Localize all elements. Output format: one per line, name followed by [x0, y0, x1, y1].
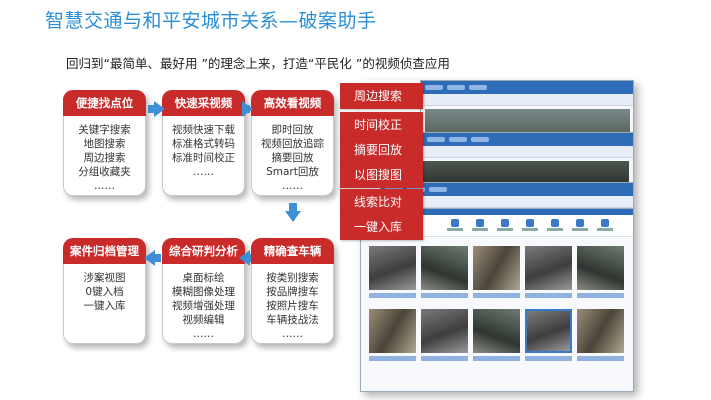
feature-label: 一键入库: [340, 214, 423, 240]
video-thumbnail[interactable]: [369, 309, 416, 353]
card-header: 便捷找点位: [63, 90, 146, 116]
feature-label: 线索比对: [340, 189, 423, 215]
arrow-left-icon: [144, 250, 155, 266]
arrow-down-icon: [285, 211, 301, 222]
card-line: 标准时间校正: [172, 152, 235, 164]
video-thumbnail[interactable]: [369, 246, 416, 290]
card-body: 涉案视图 0键入档 一键入库: [64, 271, 145, 313]
arrow-down-stem: [289, 203, 297, 211]
card-body: 即时回放 视频回放追踪 摘要回放 Smart回放 ……: [252, 123, 333, 193]
card-body: 关键字搜索 地图搜索 周边搜索 分组收藏夹 ……: [64, 123, 145, 193]
video-thumbnail[interactable]: [577, 246, 624, 290]
video-thumbnail[interactable]: [525, 246, 572, 290]
card-line: 周边搜索: [83, 152, 126, 164]
card-line: 涉案视图: [83, 272, 126, 284]
card-line: Smart回放: [266, 166, 319, 178]
card-body: 视频快速下载 标准格式转码 标准时间校正 ……: [163, 123, 244, 179]
card-comprehensive-analysis: 综合研判分析 桌面标绘 模糊图像处理 视频增强处理 视频编辑 ……: [162, 238, 245, 344]
card-line: 0键入档: [85, 286, 124, 298]
arrow-right-icon: [154, 101, 165, 117]
video-thumbnail-selected[interactable]: [525, 309, 572, 353]
arrow-right-stem: [148, 105, 155, 113]
card-line: 按类别搜索: [266, 272, 319, 284]
arrow-left-stem: [248, 254, 251, 262]
feature-label: 以图搜图: [340, 162, 423, 188]
card-header: 精确查车辆: [251, 238, 334, 264]
card-line: 摘要回放: [271, 152, 314, 164]
arrow-left-icon: [239, 250, 250, 266]
video-thumbnail[interactable]: [421, 246, 468, 290]
card-line: 一键入库: [83, 300, 126, 312]
card-line: 车辆技战法: [266, 314, 319, 326]
card-line: 即时回放: [271, 124, 314, 136]
card-line: 地图搜索: [83, 138, 126, 150]
card-header: 快速采视频: [162, 90, 245, 116]
card-line: ……: [282, 180, 303, 192]
card-line: 视频快速下载: [172, 124, 235, 136]
card-line: ……: [193, 328, 214, 340]
feature-label: 时间校正: [340, 112, 423, 138]
card-header: 综合研判分析: [162, 238, 245, 264]
card-line: 桌面标绘: [182, 272, 225, 284]
card-body: 按类别搜索 按品牌搜车 按照片搜车 车辆技战法 ……: [252, 271, 333, 341]
card-line: ……: [193, 166, 214, 178]
card-fast-collect: 快速采视频 视频快速下载 标准格式转码 标准时间校正 ……: [162, 90, 245, 196]
slide-subtitle: 回归到“最简单、最好用 ”的理念上来，打造“平民化 ”的视频侦查应用: [66, 56, 450, 71]
card-case-archive: 案件归档管理 涉案视图 0键入档 一键入库: [63, 238, 146, 344]
card-body: 桌面标绘 模糊图像处理 视频增强处理 视频编辑 ……: [163, 271, 244, 341]
feature-label: 摘要回放: [340, 137, 423, 163]
card-header: 高效看视频: [251, 90, 334, 116]
card-quick-locate: 便捷找点位 关键字搜索 地图搜索 周边搜索 分组收藏夹 ……: [63, 90, 146, 196]
card-line: 视频编辑: [182, 314, 225, 326]
card-line: 视频增强处理: [172, 300, 235, 312]
card-line: 标准格式转码: [172, 138, 235, 150]
card-line: 分组收藏夹: [78, 166, 131, 178]
card-line: 模糊图像处理: [172, 286, 235, 298]
card-precise-vehicle: 精确查车辆 按类别搜索 按品牌搜车 按照片搜车 车辆技战法 ……: [251, 238, 334, 344]
video-thumbnail[interactable]: [473, 309, 520, 353]
card-line: ……: [94, 180, 115, 192]
card-line: ……: [282, 328, 303, 340]
slide-title: 智慧交通与和平安城市关系—破案助手: [45, 10, 377, 32]
arrow-left-stem: [154, 254, 161, 262]
card-line: 关键字搜索: [78, 124, 131, 136]
card-header: 案件归档管理: [63, 238, 146, 264]
video-thumbnail[interactable]: [421, 309, 468, 353]
video-thumbnail[interactable]: [577, 309, 624, 353]
card-efficient-view: 高效看视频 即时回放 视频回放追踪 摘要回放 Smart回放 ……: [251, 90, 334, 196]
video-thumbnail[interactable]: [473, 246, 520, 290]
card-line: 按照片搜车: [266, 300, 319, 312]
card-line: 视频回放追踪: [261, 138, 324, 150]
card-line: 按品牌搜车: [266, 286, 319, 298]
feature-label: 周边搜索: [340, 83, 423, 109]
arrow-right-icon: [242, 101, 253, 117]
